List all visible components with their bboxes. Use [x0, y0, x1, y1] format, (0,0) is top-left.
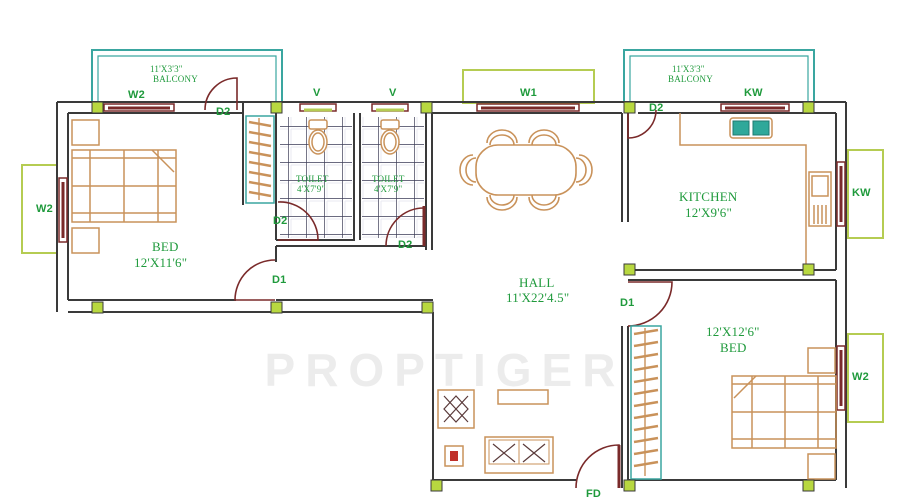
wardrobe-bed1: [245, 115, 275, 204]
balcony-2-size: 11'X3'3": [672, 64, 705, 74]
window-glass: [61, 106, 843, 406]
doors: [204, 77, 673, 489]
bed-2-name: BED: [720, 340, 747, 355]
bed-2-size: 12'X12'6": [706, 324, 760, 339]
balcony-1-size: 11'X3'3": [150, 64, 183, 74]
window-w2-right-label: W2: [852, 371, 869, 383]
hall-size: 11'X22'4.5": [506, 290, 570, 305]
balcony-right: [623, 49, 815, 102]
main-door-label: FD: [586, 488, 602, 500]
bed-1-furniture: [71, 119, 177, 254]
window-w1-label: W1: [520, 87, 537, 99]
window-w2-top-label: W2: [128, 89, 145, 101]
bed-1-name: BED: [152, 239, 179, 254]
window-kw-top-label: KW: [744, 87, 763, 99]
ventilator-1-label: V: [313, 87, 321, 99]
toilet-1-size: 4'X7'9": [297, 184, 326, 194]
door-d2-toilet2-label: D2: [398, 239, 413, 251]
bed-2-furniture: [731, 347, 837, 480]
watermark: PROPTIGER: [264, 344, 626, 396]
toilet-2-name: TOILET: [372, 174, 405, 184]
balcony-2-name: BALCONY: [668, 74, 713, 84]
door-d2-balcony-label: D2: [216, 106, 231, 118]
door-d1-bed1-label: D1: [272, 274, 287, 286]
dining-set: [459, 129, 593, 211]
balcony-left: [91, 49, 283, 102]
window-kw-right-label: KW: [852, 187, 871, 199]
bed-1-size: 12'X11'6": [134, 255, 188, 270]
columns: [91, 101, 815, 492]
toilet-1-name: TOILET: [296, 174, 329, 184]
balcony-1-name: BALCONY: [153, 74, 198, 84]
window-w2-left-label: W2: [36, 203, 53, 215]
door-d2-kitchen-label: D2: [649, 102, 664, 114]
lamp-icon: [450, 451, 458, 461]
kitchen-size: 12'X9'6": [685, 205, 732, 220]
wc-2: [380, 119, 400, 155]
hall-name: HALL: [519, 275, 555, 290]
door-d2-toilet1-label: D2: [273, 215, 288, 227]
ventilator-2-label: V: [389, 87, 397, 99]
door-d1-bed2-label: D1: [620, 297, 635, 309]
living-furniture: [437, 389, 554, 474]
wardrobe-bed2: [630, 325, 662, 480]
stove: [732, 120, 770, 136]
kitchen-name: KITCHEN: [679, 189, 738, 204]
wc-1: [308, 119, 328, 155]
kitchen-counter: [679, 113, 832, 270]
toilet-2-size: 4'X7'9": [374, 184, 403, 194]
